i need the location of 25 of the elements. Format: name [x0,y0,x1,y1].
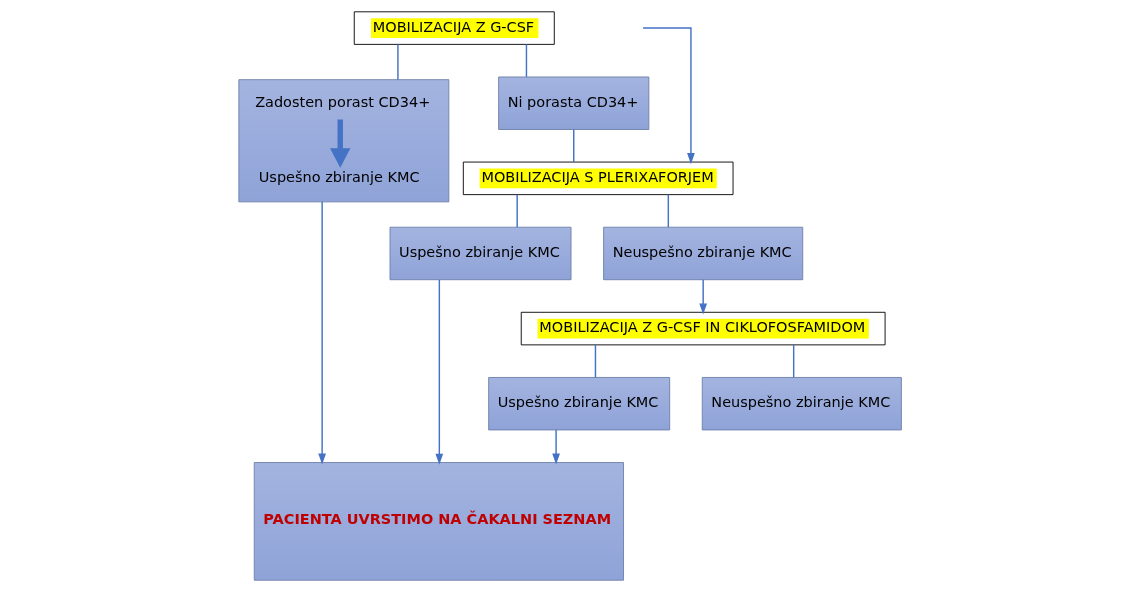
node-box: PACIENTA UVRSTIMO NA ČAKALNI SEZNAM [253,462,624,581]
connector [594,344,597,379]
connector [667,193,670,228]
connector [792,344,795,379]
arrow [642,27,695,165]
arrow [435,279,444,465]
connector [397,43,399,81]
node-text: Zadosten porast CD34+ [255,93,431,110]
connector [573,128,575,163]
node-box: Uspešno zbiranje KMC [488,377,671,431]
node-box: Uspešno zbiranje KMC [389,226,572,281]
node-box: Ni porasta CD34+ [498,76,650,130]
arrow [552,429,560,465]
connector [525,43,528,78]
node-box: Neuspešno zbiranje KMC [603,226,804,281]
arrow [699,279,708,315]
node-text: Uspešno zbiranje KMC [258,168,420,185]
arrow [330,119,351,168]
node-box: MOBILIZACIJA S PLERIXAFORJEM [462,161,734,196]
connector [516,193,518,228]
node-box: Neuspešno zbiranje KMC [701,377,902,431]
node-box: MOBILIZACIJA Z G-CSF [353,11,555,45]
node-box: MOBILIZACIJA Z G-CSF IN CIKLOFOSFAMIDOM [520,311,886,346]
cluster [238,79,450,203]
arrow [318,201,326,465]
